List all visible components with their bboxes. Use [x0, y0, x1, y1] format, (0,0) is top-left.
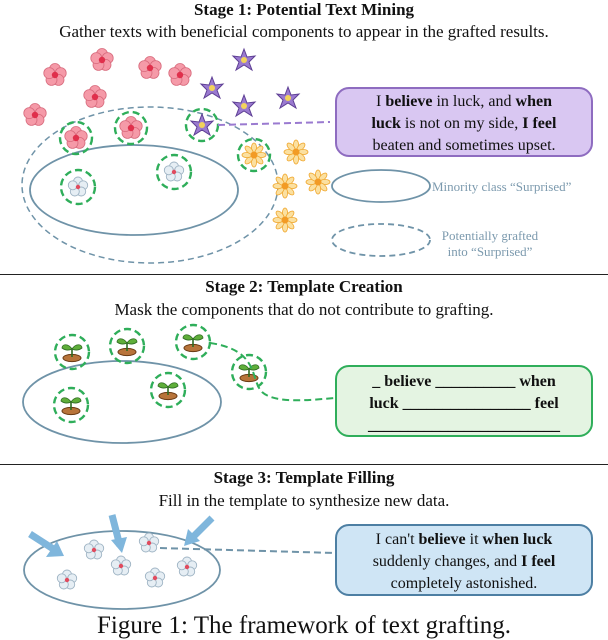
stage3-title: Stage 3: Template Filling	[213, 468, 395, 487]
legend-minority-label: Minority class “Surprised”	[432, 179, 572, 194]
arrow-icon	[28, 514, 215, 557]
legend-dashed-ellipse	[331, 223, 431, 257]
synthesized-text-bubble: I can't believe it when luck suddenly ch…	[335, 524, 593, 596]
stage3-ellipse	[23, 530, 221, 610]
stage2-ellipse	[22, 360, 222, 444]
legend-solid-ellipse	[331, 169, 431, 203]
purple-flower-icon	[190, 48, 300, 136]
green-connector	[209, 342, 336, 402]
white-flower-icon	[67, 161, 185, 197]
sprout-marker-circles	[52, 323, 268, 424]
purple-connector	[217, 121, 331, 126]
stage1-title: Stage 1: Potential Text Mining	[193, 0, 415, 19]
template-bubble: _ believe __________ when luck _________…	[335, 365, 593, 437]
stage-divider	[0, 274, 608, 275]
yellow-flower-icon	[241, 139, 331, 233]
legend-potential-label-1: Potentially grafted	[441, 228, 539, 243]
blue-connector	[159, 547, 336, 554]
pink-flower-icon	[23, 48, 192, 149]
stage3-subtitle: Fill in the template to synthesize new d…	[158, 491, 450, 510]
stage-divider	[0, 464, 608, 465]
white-flower-icon	[56, 532, 198, 590]
minority-class-ellipse	[29, 144, 239, 236]
stage2-subtitle: Mask the components that do not contribu…	[114, 300, 494, 319]
stage2-title: Stage 2: Template Creation	[205, 277, 403, 296]
stage1-subtitle: Gather texts with beneficial components …	[59, 22, 549, 41]
legend-potential-label-2: into “Surprised”	[447, 244, 533, 259]
figure-caption: Figure 1: The framework of text grafting…	[96, 612, 511, 639]
stage1-text-bubble: I believe in luck, and when luck is not …	[335, 87, 593, 157]
selected-marker-circles	[58, 107, 272, 206]
